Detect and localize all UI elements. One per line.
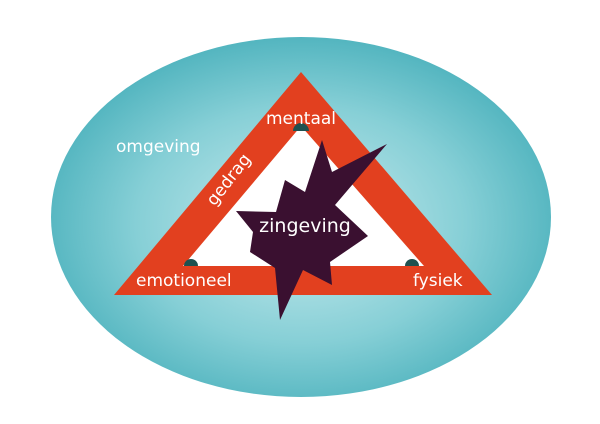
top-corner-dot [293, 123, 309, 131]
center-label: zingeving [259, 215, 351, 237]
left-label: emotioneel [136, 271, 232, 291]
top-label: mentaal [266, 109, 336, 129]
environment-label: omgeving [116, 137, 201, 157]
right-corner-dot [405, 259, 419, 266]
right-label: fysiek [413, 271, 463, 291]
left-corner-dot [184, 259, 198, 266]
explosion-star [236, 140, 387, 320]
